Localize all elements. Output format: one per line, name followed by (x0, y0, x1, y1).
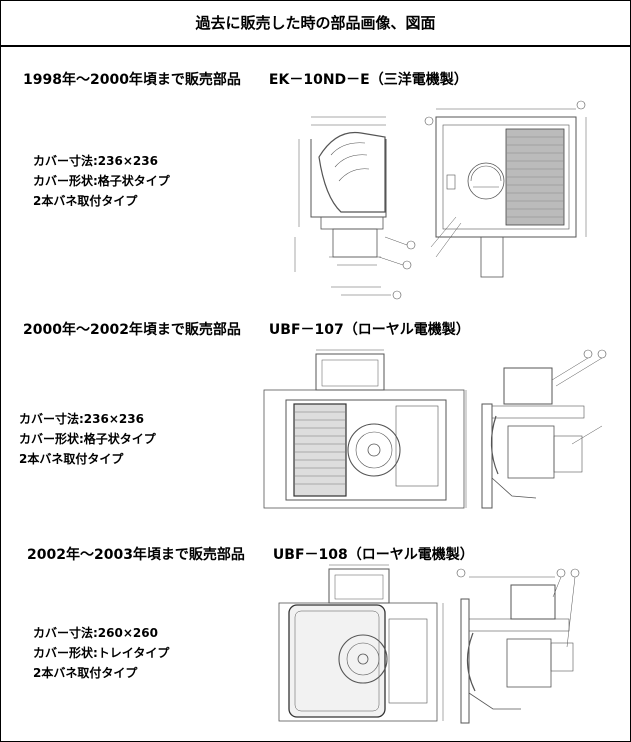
side-view-drawing (456, 568, 580, 724)
spec-cover-size: カバー寸法:236×236 (19, 412, 144, 426)
spec-cover-shape: カバー形状:トレイタイプ (33, 646, 170, 660)
spec-cover-shape: カバー形状:格子状タイプ (33, 174, 170, 188)
section-3-drawing (278, 564, 580, 724)
section-3-specs: カバー寸法:260×260 カバー形状:トレイタイプ 2本バネ取付タイプ (33, 623, 169, 683)
section-1-drawing (294, 100, 587, 300)
page-title: 過去に販売した時の部品画像、図面 (1, 1, 630, 47)
front-view-drawing (278, 564, 444, 722)
front-view-drawing (424, 100, 587, 278)
section-2-drawing (263, 349, 607, 509)
spec-cover-size: カバー寸法:260×260 (33, 626, 158, 640)
section-3-title: 2002年～2003年頃まで販売部品 UBF－108（ローヤル電機製） (27, 547, 474, 563)
section-1-title: 1998年～2000年頃まで販売部品 EK－10ND－E（三洋電機製） (23, 72, 468, 88)
spec-mount-type: 2本バネ取付タイプ (19, 452, 124, 466)
spec-mount-type: 2本バネ取付タイプ (33, 194, 138, 208)
spec-cover-shape: カバー形状:格子状タイプ (19, 432, 156, 446)
side-view-drawing (294, 116, 416, 300)
section-1-specs: カバー寸法:236×236 カバー形状:格子状タイプ 2本バネ取付タイプ (33, 151, 170, 211)
side-view-drawing (481, 349, 607, 509)
spec-cover-size: カバー寸法:236×236 (33, 154, 158, 168)
spec-mount-type: 2本バネ取付タイプ (33, 666, 138, 680)
section-2-specs: カバー寸法:236×236 カバー形状:格子状タイプ 2本バネ取付タイプ (19, 409, 156, 469)
front-view-drawing (263, 349, 467, 509)
section-2-title: 2000年～2002年頃まで販売部品 UBF－107（ローヤル電機製） (23, 322, 470, 338)
